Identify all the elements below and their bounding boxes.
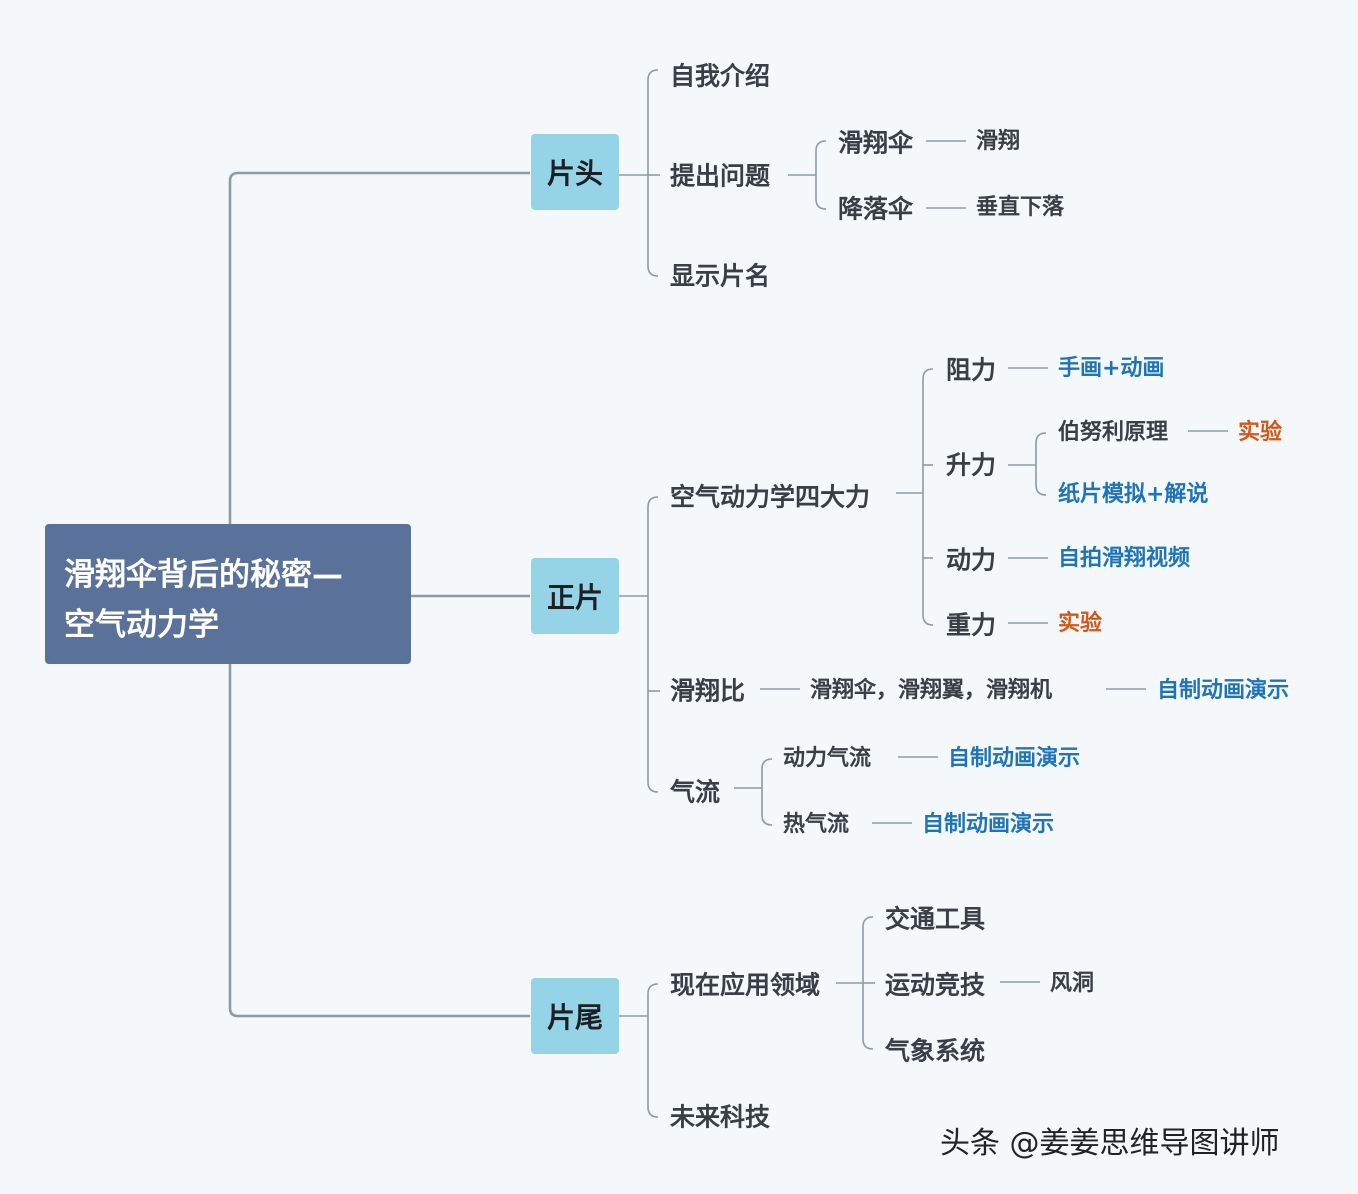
node-wind-tunnel: 风洞 [1050, 971, 1095, 996]
node-glider: 滑翔伞 [838, 128, 914, 158]
section-head: 片头 [531, 134, 619, 210]
node-glide-types: 滑翔伞，滑翔翼，滑翔机 [810, 678, 1053, 703]
node-paper-model: 纸片模拟+解说 [1058, 482, 1209, 507]
node-thrust-method: 自拍滑翔视频 [1058, 546, 1191, 571]
node-fall: 垂直下落 [976, 195, 1065, 220]
node-applications: 现在应用领域 [670, 970, 821, 1000]
node-question: 提出问题 [670, 161, 771, 191]
watermark: 头条 @姜姜思维导图讲师 [940, 1126, 1280, 1161]
node-gravity-method: 实验 [1058, 611, 1103, 636]
node-drag: 阻力 [946, 355, 997, 385]
node-bernoulli: 伯努利原理 [1058, 420, 1169, 445]
node-airflow: 气流 [670, 777, 721, 807]
node-gravity: 重力 [946, 610, 997, 640]
node-glide-ratio: 滑翔比 [670, 676, 746, 706]
node-thermal-flow-method: 自制动画演示 [922, 812, 1055, 837]
node-parachute: 降落伞 [838, 194, 914, 224]
node-thrust: 动力 [946, 545, 997, 575]
root-topic: 滑翔伞背后的秘密— 空气动力学 [45, 524, 411, 664]
root-topic-line-2: 空气动力学 [64, 607, 219, 643]
node-weather: 气象系统 [885, 1036, 986, 1066]
node-title-show: 显示片名 [670, 261, 771, 291]
node-future: 未来科技 [670, 1102, 771, 1132]
node-dynamic-flow-method: 自制动画演示 [948, 746, 1081, 771]
root-topic-line-1: 滑翔伞背后的秘密— [64, 557, 343, 593]
node-transport: 交通工具 [885, 904, 986, 934]
section-tail: 片尾 [531, 978, 619, 1054]
node-thermal-flow: 热气流 [783, 812, 850, 837]
node-sports: 运动竞技 [885, 970, 986, 1000]
section-main: 正片 [531, 558, 619, 634]
node-glide: 滑翔 [976, 129, 1021, 154]
node-drag-method: 手画+动画 [1058, 356, 1165, 381]
node-four-forces: 空气动力学四大力 [670, 482, 871, 512]
node-intro: 自我介绍 [670, 61, 771, 91]
node-glide-ratio-method: 自制动画演示 [1157, 678, 1290, 703]
node-lift: 升力 [946, 450, 997, 480]
node-bernoulli-method: 实验 [1238, 420, 1283, 445]
node-dynamic-flow: 动力气流 [783, 746, 872, 771]
